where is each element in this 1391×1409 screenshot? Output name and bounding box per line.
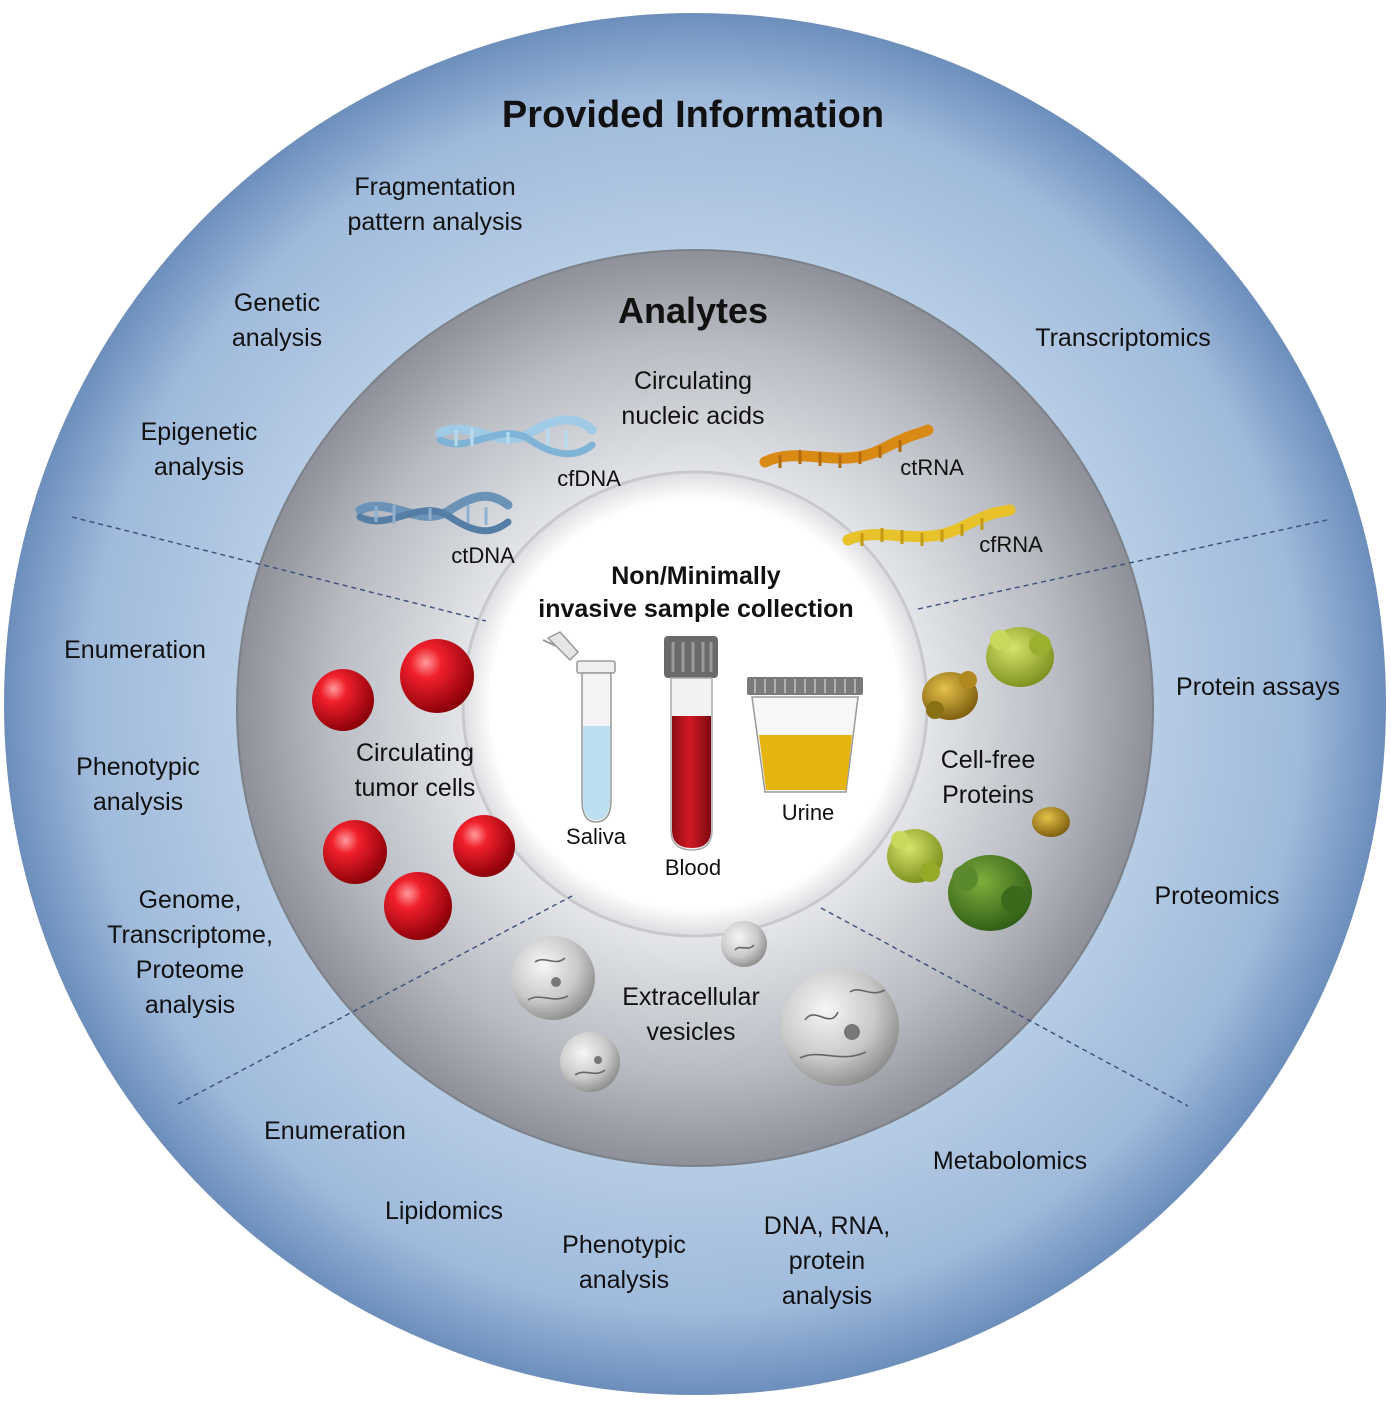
tumor-cell [312, 669, 374, 731]
label-ctdna: ctDNA [451, 543, 515, 568]
cfdna-helix-icon [435, 415, 597, 458]
info-protein-assays: Protein assays [1176, 673, 1340, 701]
label-ctrna: ctRNA [900, 455, 964, 480]
tumor-cell [323, 820, 387, 884]
info-genetic: Genetic analysis [231, 289, 323, 352]
info-epigenetic: Epigenetic analysis [140, 418, 258, 481]
info-ev-metabolomics: Metabolomics [932, 1147, 1088, 1175]
vesicle [781, 968, 899, 1086]
label-cfrna: cfRNA [979, 532, 1043, 557]
cfrna-strand-icon [842, 504, 1016, 546]
label-cfdna: cfDNA [557, 466, 621, 491]
label-urine: Urine [781, 800, 835, 825]
tumor-cell [453, 815, 515, 877]
analyte-vesicles: Extracellular vesicles [622, 983, 760, 1046]
label-blood: Blood [664, 855, 722, 880]
info-ctc-enumeration: Enumeration [64, 636, 206, 664]
center-title: Non/Minimally invasive sample collection [538, 562, 854, 623]
vesicle [721, 921, 767, 967]
tumor-cell [384, 872, 452, 940]
ctdna-helix-icon [355, 491, 513, 535]
info-ctc-omics: Genome, Transcriptome, Proteome analysis [107, 886, 273, 1019]
info-fragmentation: Fragmentation pattern analysis [347, 173, 523, 236]
vesicle [560, 1032, 620, 1092]
info-ctc-phenotypic: Phenotypic analysis [76, 753, 200, 816]
analyte-proteins: Cell-free Proteins [940, 746, 1036, 809]
cell-free-proteins [887, 627, 1070, 931]
outer-ring-title: Provided Information [501, 94, 885, 136]
info-proteomics: Proteomics [1154, 882, 1280, 910]
info-ev-enumeration: Enumeration [264, 1117, 406, 1145]
analyte-nucleic-acids: Circulating nucleic acids [621, 367, 765, 430]
tumor-cell [400, 639, 474, 713]
tumor-cells [312, 639, 515, 940]
blood-tube-icon [664, 636, 718, 851]
info-ev-phenotypic: Phenotypic analysis [562, 1231, 686, 1294]
sector-dividers [71, 516, 1328, 1107]
label-saliva: Saliva [566, 824, 626, 849]
info-ev-dna-rna-protein: DNA, RNA, protein analysis [763, 1212, 891, 1310]
middle-ring-title: Analytes [617, 290, 769, 331]
protein-blob [1032, 807, 1070, 837]
info-ev-lipidomics: Lipidomics [384, 1197, 504, 1225]
info-transcriptomics: Transcriptomics [1035, 324, 1211, 352]
urine-cup-icon [747, 677, 863, 793]
saliva-tube-icon [542, 631, 616, 823]
ctrna-strand-icon [759, 424, 934, 468]
analyte-ctc: Circulating tumor cells [354, 739, 476, 802]
extracellular-vesicles [511, 921, 899, 1092]
